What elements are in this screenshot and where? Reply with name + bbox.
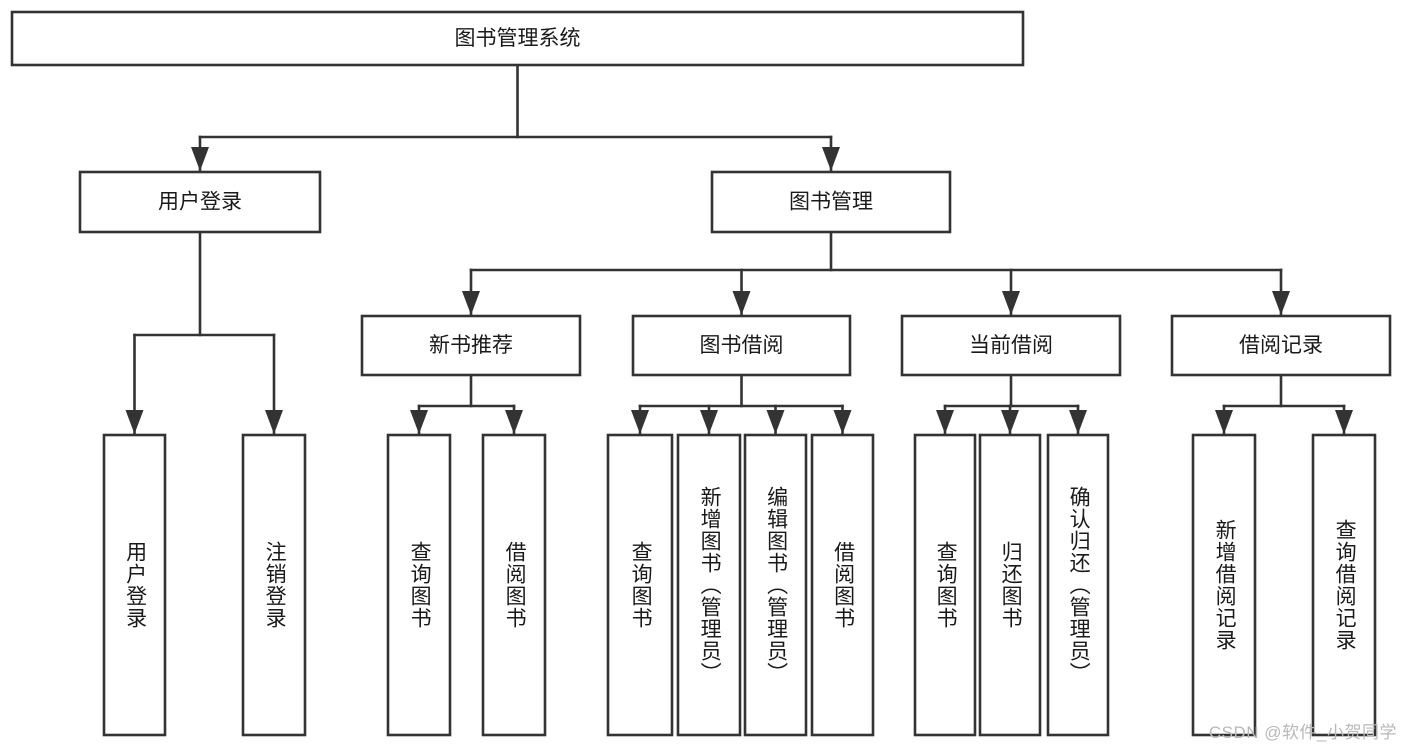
label-new-book-recommend: 新书推荐	[429, 334, 513, 357]
node-borrow-record[interactable]	[1170, 314, 1392, 377]
arrow-to-leaf-borrow-book-1	[505, 410, 523, 434]
node-leaf-user-login[interactable]	[102, 433, 167, 737]
arrow-to-leaf-edit-book	[766, 410, 785, 434]
node-leaf-edit-book[interactable]	[743, 433, 808, 737]
label-book-borrow: 图书借阅	[700, 334, 784, 357]
arrow-to-leaf-logout	[265, 410, 283, 434]
arrow-to-book-borrow	[732, 291, 751, 315]
node-leaf-confirm-return[interactable]	[1046, 433, 1110, 737]
arrow-to-leaf-return-book	[1001, 410, 1019, 434]
node-leaf-logout[interactable]	[241, 433, 307, 737]
arrow-to-leaf-query-book-3	[936, 410, 954, 434]
arrow-to-new-book-recommend	[462, 291, 480, 315]
label-user-login: 用户登录	[158, 191, 242, 214]
node-new-book-recommend[interactable]	[360, 314, 582, 377]
arrow-to-leaf-borrow-book-2	[833, 410, 852, 434]
arrow-to-leaf-confirm-return	[1069, 410, 1087, 434]
arrow-to-current-borrow	[1002, 291, 1020, 315]
node-leaf-add-record[interactable]	[1191, 433, 1257, 737]
node-leaf-query-record[interactable]	[1311, 433, 1377, 737]
node-current-borrow[interactable]	[900, 314, 1122, 377]
node-book-management[interactable]	[710, 170, 952, 234]
connector-lines	[125, 63, 1353, 435]
arrow-to-user-login	[191, 147, 209, 171]
node-leaf-return-book[interactable]	[978, 433, 1042, 737]
arrow-to-leaf-add-book	[700, 410, 718, 434]
label-system-title: 图书管理系统	[455, 27, 581, 50]
node-leaf-borrow-book-1[interactable]	[481, 433, 547, 737]
node-user-login[interactable]	[78, 170, 322, 234]
node-leaf-query-book-3[interactable]	[913, 433, 977, 737]
arrow-to-leaf-query-record	[1335, 410, 1353, 434]
node-system-title[interactable]	[10, 10, 1025, 67]
arrow-to-leaf-add-record	[1215, 410, 1233, 434]
node-book-borrow[interactable]	[631, 314, 852, 377]
arrow-to-leaf-query-book-1	[410, 410, 428, 434]
label-borrow-record: 借阅记录	[1239, 334, 1323, 357]
node-boxes	[10, 10, 1392, 737]
csdn-watermark: CSDN @软件_小贺同学	[1208, 723, 1397, 742]
arrow-to-borrow-record	[1272, 291, 1290, 315]
label-current-borrow: 当前借阅	[969, 334, 1053, 357]
arrow-to-leaf-user-login	[125, 410, 144, 434]
node-leaf-query-book-2[interactable]	[606, 433, 674, 737]
node-leaf-borrow-book-2[interactable]	[810, 433, 875, 737]
arrow-to-leaf-query-book-2	[631, 410, 649, 434]
label-book-management: 图书管理	[789, 191, 873, 214]
node-leaf-query-book-1[interactable]	[386, 433, 452, 737]
arrow-to-book-management	[822, 147, 840, 171]
node-leaf-add-book[interactable]	[676, 433, 742, 737]
